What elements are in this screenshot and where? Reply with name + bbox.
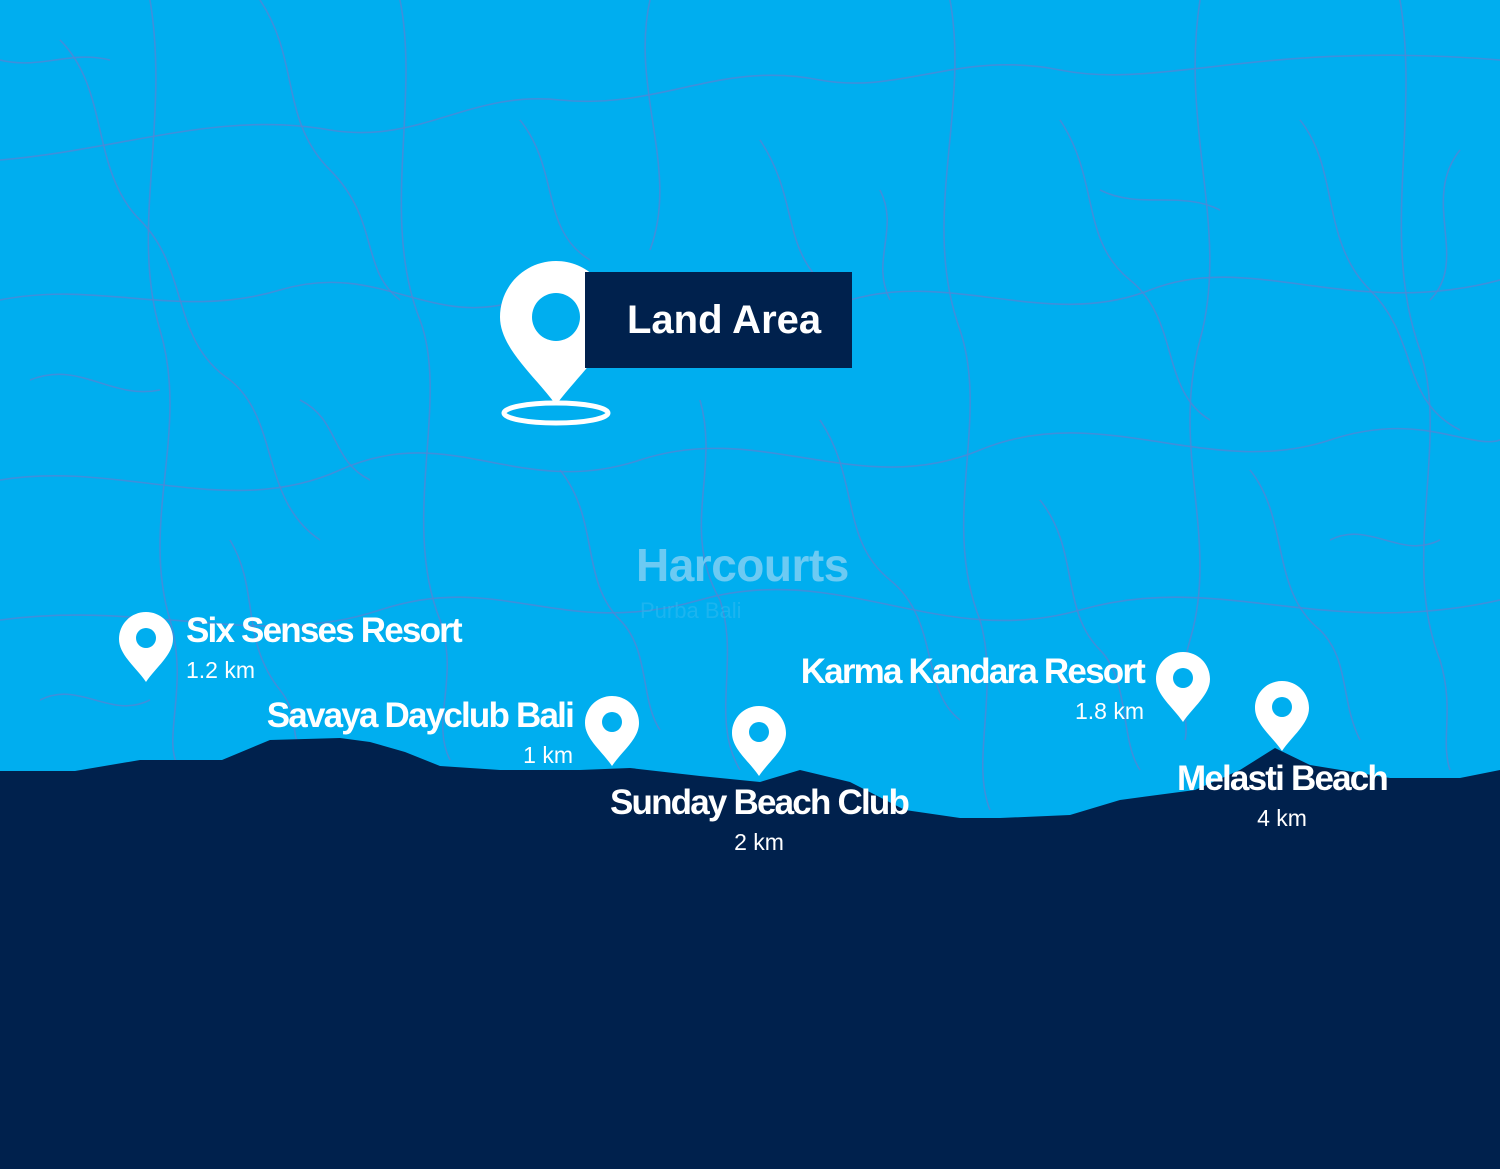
map-pin-icon (119, 612, 173, 682)
poi-distance: 1.2 km (186, 657, 256, 683)
map-pin-icon (1156, 652, 1210, 722)
map-pin-icon (585, 696, 639, 766)
poi-distance: 1.8 km (1074, 698, 1144, 724)
poi-distance: 1 km (523, 742, 573, 768)
poi-name: Sunday Beach Club (609, 783, 910, 822)
poi-name: Melasti Beach (1176, 759, 1389, 798)
map-pin-icon (732, 706, 786, 776)
poi-name: Karma Kandara Resort (800, 652, 1146, 691)
land-area-label: Land Area (585, 272, 852, 368)
sea-area (0, 738, 1500, 1169)
poi-distance: 2 km (734, 829, 784, 855)
poi-name: Savaya Dayclub Bali (266, 696, 575, 735)
poi-name: Six Senses Resort (186, 611, 463, 650)
poi-distance: 4 km (1257, 805, 1307, 831)
watermark-brand: Harcourts (636, 539, 849, 591)
watermark-subtitle: Purba Bali (640, 598, 742, 623)
map-pin-icon (500, 261, 612, 426)
map-pin-icon (1255, 681, 1309, 751)
